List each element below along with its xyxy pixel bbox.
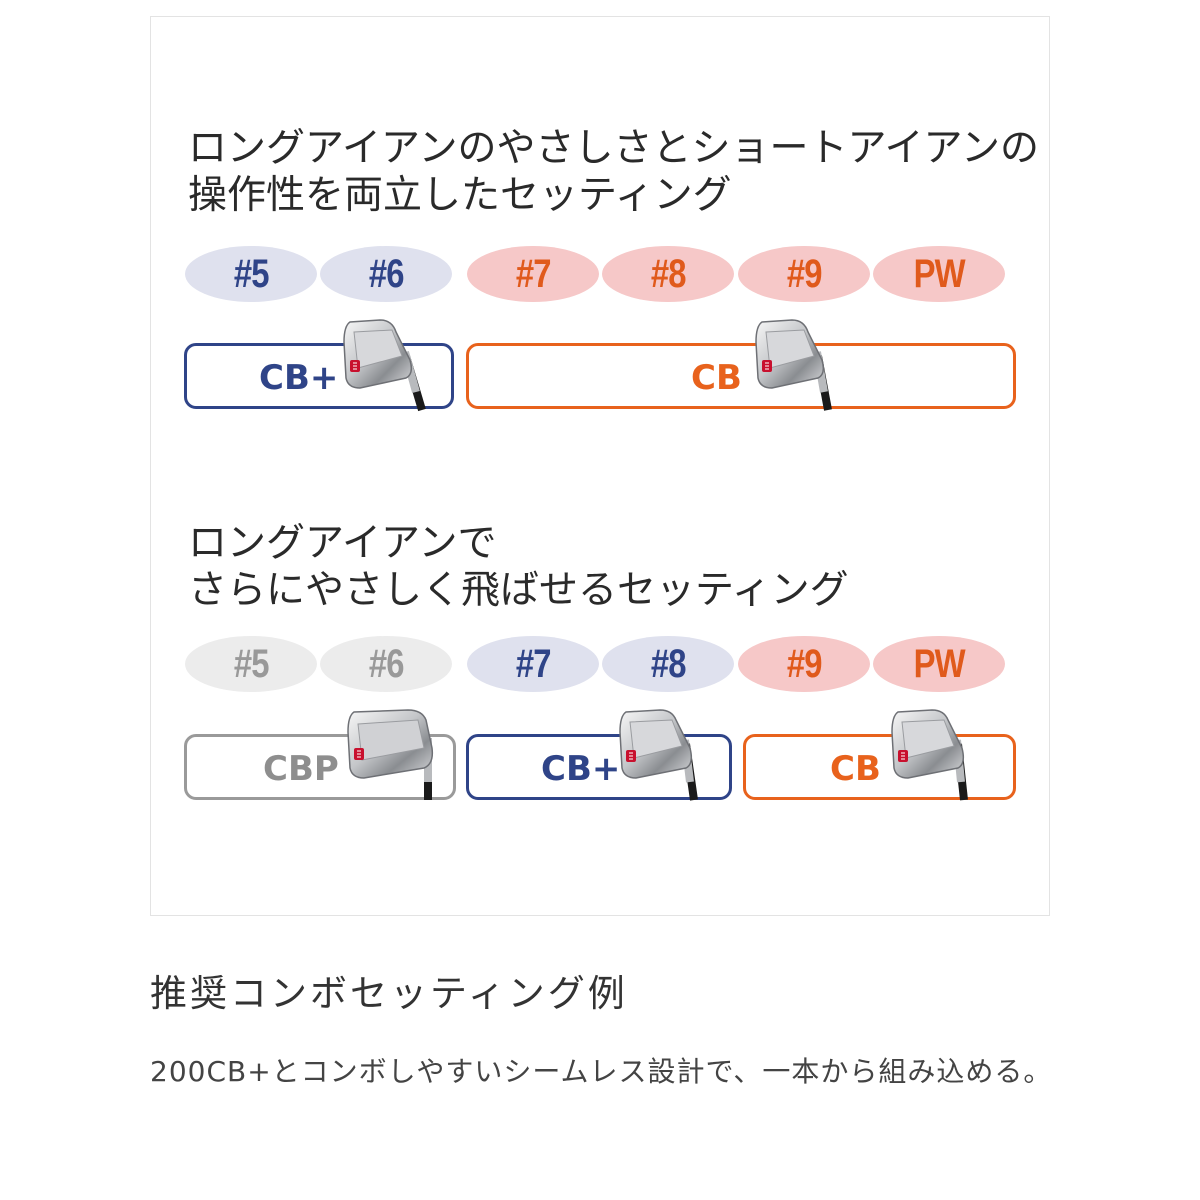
section2-pill-pw: PW xyxy=(873,636,1005,692)
section2-tag-cb: CB xyxy=(743,734,1016,800)
section1-heading-line2: 操作性を両立したセッティング xyxy=(188,173,732,218)
section1-tag-cb-plus-label: CB+ xyxy=(259,358,339,398)
section1-heading-line1: ロングアイアンのやさしさとショートアイアンの xyxy=(188,126,1039,171)
section1-pill-6: #6 xyxy=(320,246,452,302)
section1-heading: ロングアイアンのやさしさとショートアイアンの 操作性を両立したセッティング xyxy=(188,125,1039,219)
caption-body: 200CB+とコンボしやすいシームレス設計で、一本から組み込める。 xyxy=(150,1055,1053,1088)
section2-pill-6: #6 xyxy=(320,636,452,692)
section1-pill-9: #9 xyxy=(738,246,870,302)
section2-heading: ロングアイアンで さらにやさしく飛ばせるセッティング xyxy=(188,520,849,614)
section1-tag-cb: CB xyxy=(466,343,1016,409)
section2-pill-5: #5 xyxy=(185,636,317,692)
iron-club-head-icon xyxy=(891,709,968,801)
iron-club-head-icon xyxy=(619,709,698,801)
section1-pill-8: #8 xyxy=(602,246,734,302)
section2-pill-8: #8 xyxy=(602,636,734,692)
iron-club-head-icon xyxy=(755,319,832,411)
section1-pill-5: #5 xyxy=(185,246,317,302)
section2-tag-cbp-label: CBP xyxy=(263,749,339,789)
section2-heading-line1: ロングアイアンで xyxy=(188,521,497,566)
section1-pill-7: #7 xyxy=(467,246,599,302)
section2-tag-cb-plus-label: CB+ xyxy=(541,749,621,789)
section2-pill-7: #7 xyxy=(467,636,599,692)
section1-pill-pw: PW xyxy=(873,246,1005,302)
iron-club-head-icon xyxy=(343,319,426,412)
iron-club-head-icon xyxy=(347,709,434,800)
section1-tag-cb-label: CB xyxy=(691,358,742,398)
caption-title: 推奨コンボセッティング例 xyxy=(150,972,628,1015)
section2-tag-cb-label: CB xyxy=(830,749,881,789)
section2-pill-9: #9 xyxy=(738,636,870,692)
section2-heading-line2: さらにやさしく飛ばせるセッティング xyxy=(188,568,849,613)
